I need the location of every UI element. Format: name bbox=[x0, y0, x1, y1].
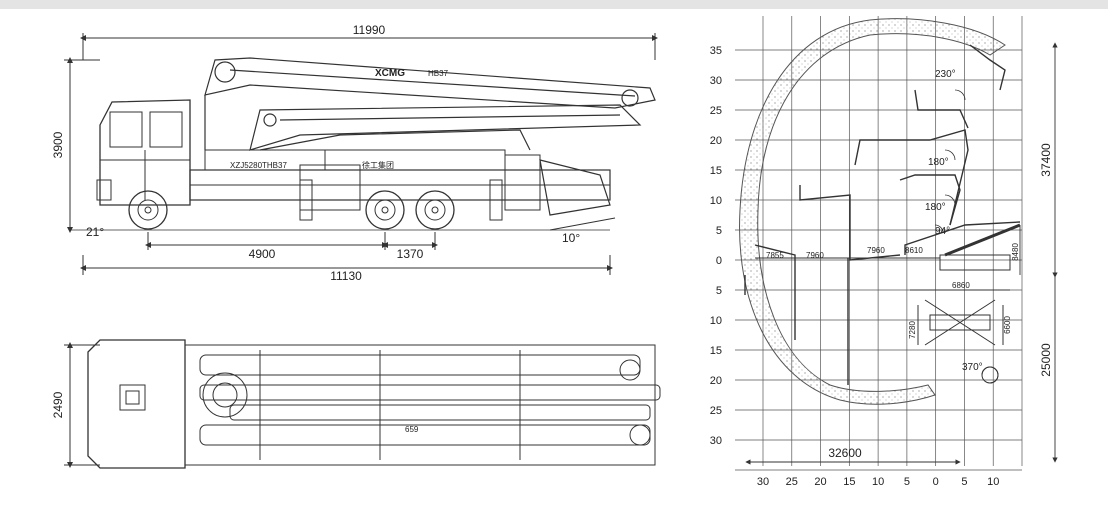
x-tick: 5 bbox=[961, 476, 967, 488]
section-length-4: 8610 bbox=[905, 246, 923, 255]
y-axis-upper: 35 30 25 20 15 10 5 0 bbox=[710, 45, 722, 267]
brand-logo: XCMG bbox=[375, 68, 405, 79]
sub-marking: 徐工集团 bbox=[362, 160, 394, 170]
horizontal-reach-label: 32600 bbox=[828, 446, 862, 460]
x-tick: 25 bbox=[786, 476, 798, 488]
folded-boom bbox=[204, 57, 656, 151]
outrigger-span-label: 7280 bbox=[908, 321, 917, 339]
x-tick: 20 bbox=[814, 476, 826, 488]
y-tick-upper: 20 bbox=[710, 135, 722, 147]
slew-angle: 370° bbox=[962, 362, 983, 373]
y-tick-upper: 35 bbox=[710, 45, 722, 57]
cab-marking: XZJ5280THB37 bbox=[230, 161, 287, 170]
x-tick: 5 bbox=[904, 476, 910, 488]
departure-angle-label: 10° bbox=[562, 231, 580, 245]
wheel-rear-2 bbox=[415, 190, 455, 230]
joint-angle-2: 180° bbox=[928, 157, 949, 168]
x-tick: 15 bbox=[843, 476, 855, 488]
model-marking: HB37 bbox=[428, 69, 449, 78]
y-tick-upper: 10 bbox=[710, 195, 722, 207]
outrigger-layout bbox=[910, 289, 1010, 384]
side-view bbox=[64, 33, 658, 275]
x-tick: 0 bbox=[933, 476, 939, 488]
y-tick-upper: 0 bbox=[716, 255, 722, 267]
wheel-rear-1 bbox=[365, 190, 405, 230]
truck-cab bbox=[99, 99, 191, 206]
top-border bbox=[0, 0, 1108, 9]
vertical-height-label: 37400 bbox=[1039, 143, 1053, 177]
joint-angle-1: 230° bbox=[935, 69, 956, 80]
height-label: 3900 bbox=[51, 131, 65, 158]
overall-length-bottom: 11130 bbox=[330, 269, 362, 283]
x-tick: 30 bbox=[757, 476, 769, 488]
joint-angle-3: 180° bbox=[925, 202, 946, 213]
wheelbase-front-label: 4900 bbox=[249, 247, 276, 261]
cab-top bbox=[87, 339, 186, 469]
y-tick-lower: 5 bbox=[716, 285, 722, 297]
y-tick-lower: 20 bbox=[710, 375, 722, 387]
y-tick-upper: 25 bbox=[710, 105, 722, 117]
boom-label: 659 bbox=[405, 425, 419, 434]
overall-length-top: 11990 bbox=[353, 23, 386, 37]
working-envelope bbox=[739, 18, 1006, 405]
outrigger-front-label: 6860 bbox=[952, 281, 970, 290]
wheel-front bbox=[128, 190, 168, 230]
y-tick-lower: 10 bbox=[710, 315, 722, 327]
vertical-depth-label: 25000 bbox=[1039, 343, 1053, 377]
reach-diagram bbox=[735, 16, 1058, 471]
y-tick-upper: 30 bbox=[710, 75, 722, 87]
y-axis-lower: 5 10 15 20 25 30 bbox=[710, 285, 722, 447]
hopper bbox=[539, 159, 611, 216]
outrigger-rear-label: 6600 bbox=[1003, 316, 1012, 334]
boom-height-folded: 8480 bbox=[1011, 243, 1020, 261]
section-length-2: 7960 bbox=[806, 251, 824, 260]
top-view bbox=[64, 339, 661, 469]
width-label: 2490 bbox=[51, 391, 65, 418]
section-length-3: 7960 bbox=[867, 246, 885, 255]
y-tick-upper: 5 bbox=[716, 225, 722, 237]
y-tick-lower: 30 bbox=[710, 435, 722, 447]
wheelbase-rear-label: 1370 bbox=[397, 247, 424, 261]
section-length-1: 7855 bbox=[766, 251, 784, 260]
joint-angle-4: 94° bbox=[935, 226, 950, 237]
x-tick: 10 bbox=[987, 476, 999, 488]
y-tick-lower: 25 bbox=[710, 405, 722, 417]
approach-angle-label: 21° bbox=[86, 225, 104, 239]
x-tick: 10 bbox=[872, 476, 884, 488]
x-axis: 30 25 20 15 10 5 0 5 10 bbox=[757, 476, 999, 488]
chassis-top bbox=[184, 344, 656, 466]
y-tick-upper: 15 bbox=[710, 165, 722, 177]
y-tick-lower: 15 bbox=[710, 345, 722, 357]
truck-silhouette bbox=[939, 254, 1011, 271]
